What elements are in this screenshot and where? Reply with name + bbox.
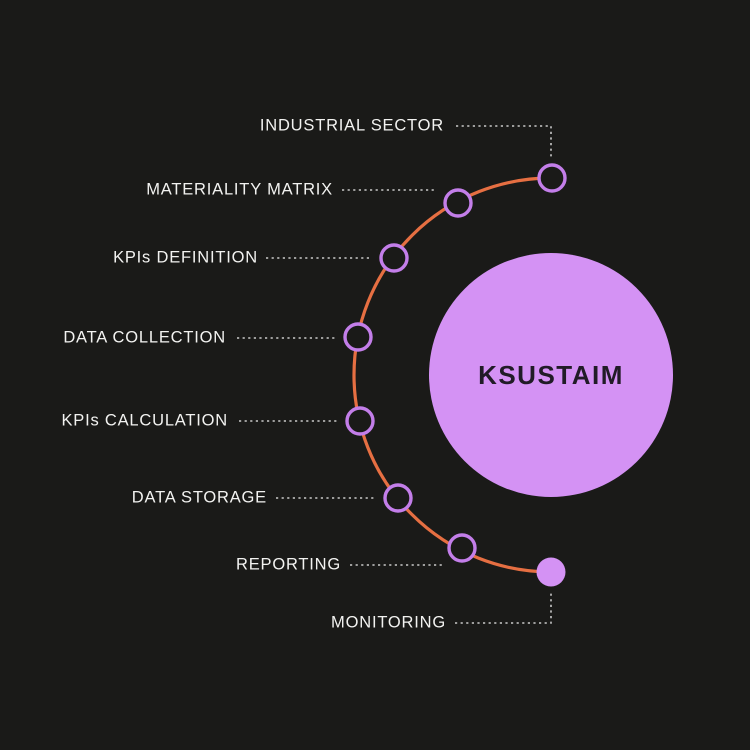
node-kpis-definition xyxy=(379,243,409,273)
node-materiality-matrix xyxy=(443,188,473,218)
label-industrial-sector: INDUSTRIAL SECTOR xyxy=(259,116,444,135)
node-industrial-sector xyxy=(537,163,567,193)
label-data-collection: DATA COLLECTION xyxy=(63,328,226,347)
node-reporting xyxy=(447,533,477,563)
label-reporting: REPORTING xyxy=(236,555,341,574)
node-monitoring xyxy=(536,557,566,587)
label-data-storage: DATA STORAGE xyxy=(131,488,267,507)
center-title: KSUSTAIM xyxy=(478,359,624,390)
node-kpis-calculation xyxy=(345,406,375,436)
label-kpis-calculation: KPIs CALCULATION xyxy=(61,411,228,430)
center-circle: KSUSTAIM xyxy=(429,253,673,497)
label-monitoring: MONITORING xyxy=(331,613,446,632)
node-data-storage xyxy=(383,483,413,513)
leader-monitoring xyxy=(455,591,552,624)
node-data-collection xyxy=(343,322,373,352)
leader-industrial-sector xyxy=(456,125,552,159)
label-materiality-matrix: MATERIALITY MATRIX xyxy=(146,180,333,199)
label-kpis-definition: KPIs DEFINITION xyxy=(113,248,258,267)
